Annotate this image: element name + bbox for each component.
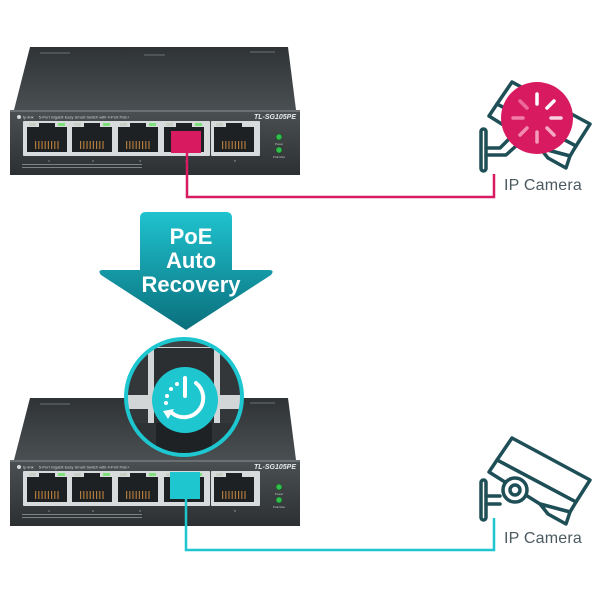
port-number: 3: [139, 159, 141, 163]
port-led: [29, 473, 36, 476]
cable-recovered: [184, 499, 496, 552]
ethernet-port: [72, 123, 112, 152]
poe-max-led-label: PoE Max: [273, 155, 286, 159]
power-led: [275, 133, 283, 141]
arrow-label-line: PoE: [169, 224, 213, 249]
arrow-label-line: Auto: [165, 248, 217, 273]
port-4-highlight-fault: [171, 131, 201, 153]
port-led: [149, 473, 156, 476]
port-led: [29, 123, 36, 126]
poe-max-led: [275, 496, 283, 504]
cable-fault: [185, 153, 496, 199]
switch-model: TL-SG105PE: [254, 464, 296, 471]
switch-description: tp-link 5-Port Gigabit Easy Smart Switch…: [23, 115, 130, 120]
power-restart-icon: [152, 367, 218, 433]
port-led: [195, 123, 202, 126]
port-led: [103, 123, 110, 126]
ethernet-port: [118, 473, 158, 502]
port-led: [216, 473, 223, 476]
arrow-label-line: Recovery: [141, 272, 241, 297]
port-led: [103, 473, 110, 476]
switch-description: tp-link 5-Port Gigabit Easy Smart Switch…: [23, 465, 130, 470]
port-number: 2: [92, 159, 94, 163]
port-4-highlight-recovered: [170, 472, 200, 499]
port-led: [166, 473, 173, 476]
port-number: 5: [234, 159, 236, 163]
recovery-arrow: [99, 212, 273, 330]
port-number: 5: [234, 509, 236, 513]
switch-model: TL-SG105PE: [254, 114, 296, 121]
tp-link-logo-icon: [17, 115, 21, 119]
port-number: 3: [139, 509, 141, 513]
ethernet-port: [214, 473, 254, 502]
port-led: [149, 123, 156, 126]
loading-spinner-icon: [501, 82, 573, 154]
power-led: [275, 483, 283, 491]
port-number: 2: [92, 509, 94, 513]
port-led: [58, 473, 65, 476]
power-led-label: Power: [275, 142, 284, 146]
port-led: [216, 123, 223, 126]
camera-label-before: IP Camera: [504, 177, 582, 194]
port-led: [74, 123, 81, 126]
switch-lid: [14, 47, 296, 110]
port-led: [120, 123, 127, 126]
switch-before: tp-link 5-Port Gigabit Easy Smart Switch…: [10, 47, 300, 175]
power-led-label: Power: [275, 492, 284, 496]
port-number: 1: [48, 159, 50, 163]
port-led: [74, 473, 81, 476]
ethernet-port: [214, 123, 254, 152]
ethernet-port: [72, 473, 112, 502]
tp-link-logo-icon: [17, 465, 21, 469]
camera-label-after: IP Camera: [504, 530, 582, 547]
ethernet-port: [27, 473, 67, 502]
port-led: [120, 473, 127, 476]
port-led: [166, 123, 173, 126]
poe-max-led: [275, 146, 283, 154]
port-led: [58, 123, 65, 126]
port-number: 1: [48, 509, 50, 513]
poe-max-led-label: PoE Max: [273, 505, 286, 509]
ethernet-port: [118, 123, 158, 152]
ip-camera-icon: [479, 436, 592, 526]
arrow-label: PoE Auto Recovery: [118, 225, 264, 297]
ethernet-port: [27, 123, 67, 152]
